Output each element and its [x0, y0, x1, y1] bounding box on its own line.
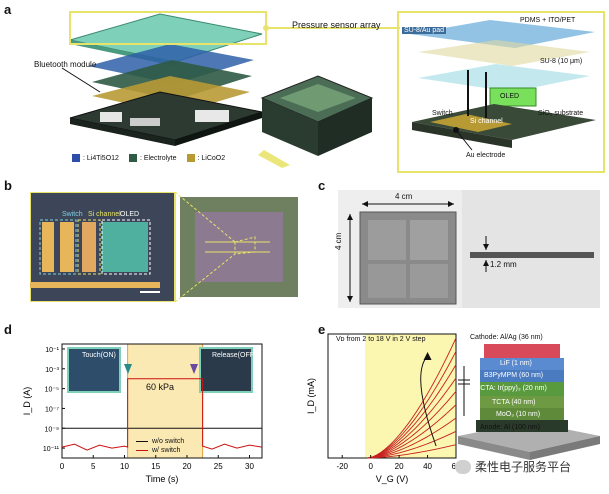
stack-anode: Anode: Al (100 nm)	[480, 424, 540, 431]
inset-su8pad-label: SU-8/Au pad	[402, 27, 447, 34]
device-photo-inset	[258, 75, 374, 168]
inset-switch-label: Switch	[432, 110, 453, 117]
swatch-icon	[128, 154, 137, 162]
inset-pdms-label: PDMS + ITO/PET	[520, 17, 576, 24]
x-tick-label: 30	[245, 462, 254, 471]
stack-b3p: B3PyMPM (60 nm)	[484, 372, 544, 379]
b-oled-label: OLED	[120, 211, 140, 218]
line-swatch-icon	[136, 450, 148, 451]
arrow-head-icon	[423, 352, 432, 360]
panel-d-current-vs-time-chart: 0 5 10 15 20 25 30 10⁻¹ 10⁻³ 10⁻⁵ 10⁻⁷ 10⁻⁹ 10⁻¹¹ Tim…	[22, 343, 263, 484]
panel-c-label: c	[318, 178, 326, 193]
line-swatch-icon	[136, 441, 148, 442]
vd-curve	[367, 430, 457, 459]
panel-e-label: e	[318, 322, 326, 337]
x-tick-label: -20	[336, 462, 348, 471]
b-switch-label: Switch	[62, 211, 83, 218]
inset-sio2-label: SiO₂ substrate	[538, 110, 584, 117]
inset-su8-label: SU-8 (10 μm)	[540, 58, 583, 65]
pressure-array-label: Pressure sensor array	[292, 20, 381, 30]
stack-lif: LiF (1 nm)	[500, 360, 532, 367]
legend-without-switch: w/o switch	[136, 438, 184, 445]
y-axis-label: I_D (A)	[22, 387, 32, 416]
swatch-icon	[72, 154, 80, 162]
vd-curve	[367, 351, 457, 459]
y-axis-label: I_D (mA)	[306, 378, 316, 414]
y-tick-label: 10⁻³	[45, 367, 59, 374]
stack-moo: MoO₃ (10 nm)	[496, 411, 541, 418]
panel-b-micrographs	[30, 192, 298, 302]
wechat-icon	[455, 459, 471, 474]
stack-tcta: TCTA (40 nm)	[492, 399, 536, 406]
release-arrow-icon	[190, 364, 198, 374]
vd-curve	[367, 337, 457, 459]
vd-curve	[367, 391, 457, 459]
material-legend: : Li4Ti5O12 : Electrolyte : LiCoO2	[72, 154, 225, 162]
x-tick-label: 20	[183, 462, 192, 471]
panel-a-label: a	[4, 2, 12, 17]
legend-li4ti5o12: : Li4Ti5O12	[72, 154, 119, 162]
stack-tcta-ir: TCTA: Ir(ppy)₃ (20 nm)	[476, 385, 547, 392]
y-tick-label: 10⁻⁵	[45, 387, 59, 394]
d-pressure-label: 60 kPa	[146, 382, 175, 392]
y-tick-label: 10⁻⁷	[45, 406, 59, 413]
x-tick-label: 0	[60, 462, 65, 471]
legend-with-switch: w/ switch	[136, 447, 184, 454]
watermark: 柔性电子服务平台	[455, 458, 571, 475]
oled-stack-illustration	[458, 344, 600, 460]
x-tick-label: 40	[423, 462, 432, 471]
vd-curve	[367, 444, 457, 459]
series-w--switch	[61, 378, 263, 451]
x-axis-label: Time (s)	[146, 474, 179, 484]
bluetooth-pointer	[61, 67, 101, 93]
legend-licoo2: : LiCoO2	[186, 154, 225, 162]
legend-electrolyte: : Electrolyte	[128, 154, 177, 162]
vd-curve	[367, 404, 457, 459]
panel-d-label: d	[4, 322, 12, 337]
d-touch-label: Touch(ON)	[82, 352, 116, 359]
plot-frame	[61, 343, 263, 459]
d-release-label: Release(OFF)	[212, 352, 257, 359]
x-tick-label: 20	[395, 462, 404, 471]
vd-curve	[367, 364, 457, 459]
d-legend: w/o switch w/ switch	[136, 438, 184, 454]
c-thickness-label: 1.2 mm	[490, 260, 517, 269]
y-tick-label: 10⁻¹¹	[43, 446, 60, 453]
c-height-label: 4 cm	[334, 232, 343, 250]
y-tick-label: 10⁻⁹	[45, 426, 59, 433]
touch-arrow-icon	[124, 364, 132, 374]
x-tick-label: 25	[214, 462, 223, 471]
vd-curve	[367, 417, 457, 459]
exploded-stack	[69, 13, 263, 146]
plot-frame	[327, 333, 457, 459]
inset-oled-label: OLED	[500, 93, 520, 100]
release-photo	[199, 347, 253, 393]
x-tick-label: 15	[151, 462, 160, 471]
inset-au-label: Au electrode	[466, 152, 506, 159]
vd-curve	[367, 377, 457, 459]
stack-cathode: Cathode: Al/Ag (36 nm)	[470, 334, 543, 341]
c-width-label: 4 cm	[395, 192, 413, 201]
x-axis-label: V_G (V)	[376, 474, 409, 484]
x-tick-label: 10	[120, 462, 129, 471]
bluetooth-label: Bluetooth module	[34, 60, 97, 69]
x-tick-label: 5	[91, 462, 96, 471]
panel-c-photos	[338, 190, 600, 308]
y-tick-label: 10⁻¹	[45, 347, 59, 354]
trend-arrow	[420, 355, 437, 447]
panel-b-label: b	[4, 178, 12, 193]
layer-inset-frame	[397, 11, 605, 173]
touch-photo	[67, 347, 121, 393]
b-sichannel-label: Si channel	[88, 211, 121, 218]
panel-a-device-illustration	[61, 11, 605, 173]
inset-sichannel-label: Si channel	[470, 118, 503, 125]
e-annotation: Vᴅ from 2 to 18 V in 2 V step	[336, 336, 426, 343]
swatch-icon	[186, 154, 195, 162]
panel-e-transfer-chart: -200204060V_G (V)I_D (mA)	[306, 333, 460, 484]
x-tick-label: 0	[368, 462, 373, 471]
shaded-region	[364, 334, 456, 458]
